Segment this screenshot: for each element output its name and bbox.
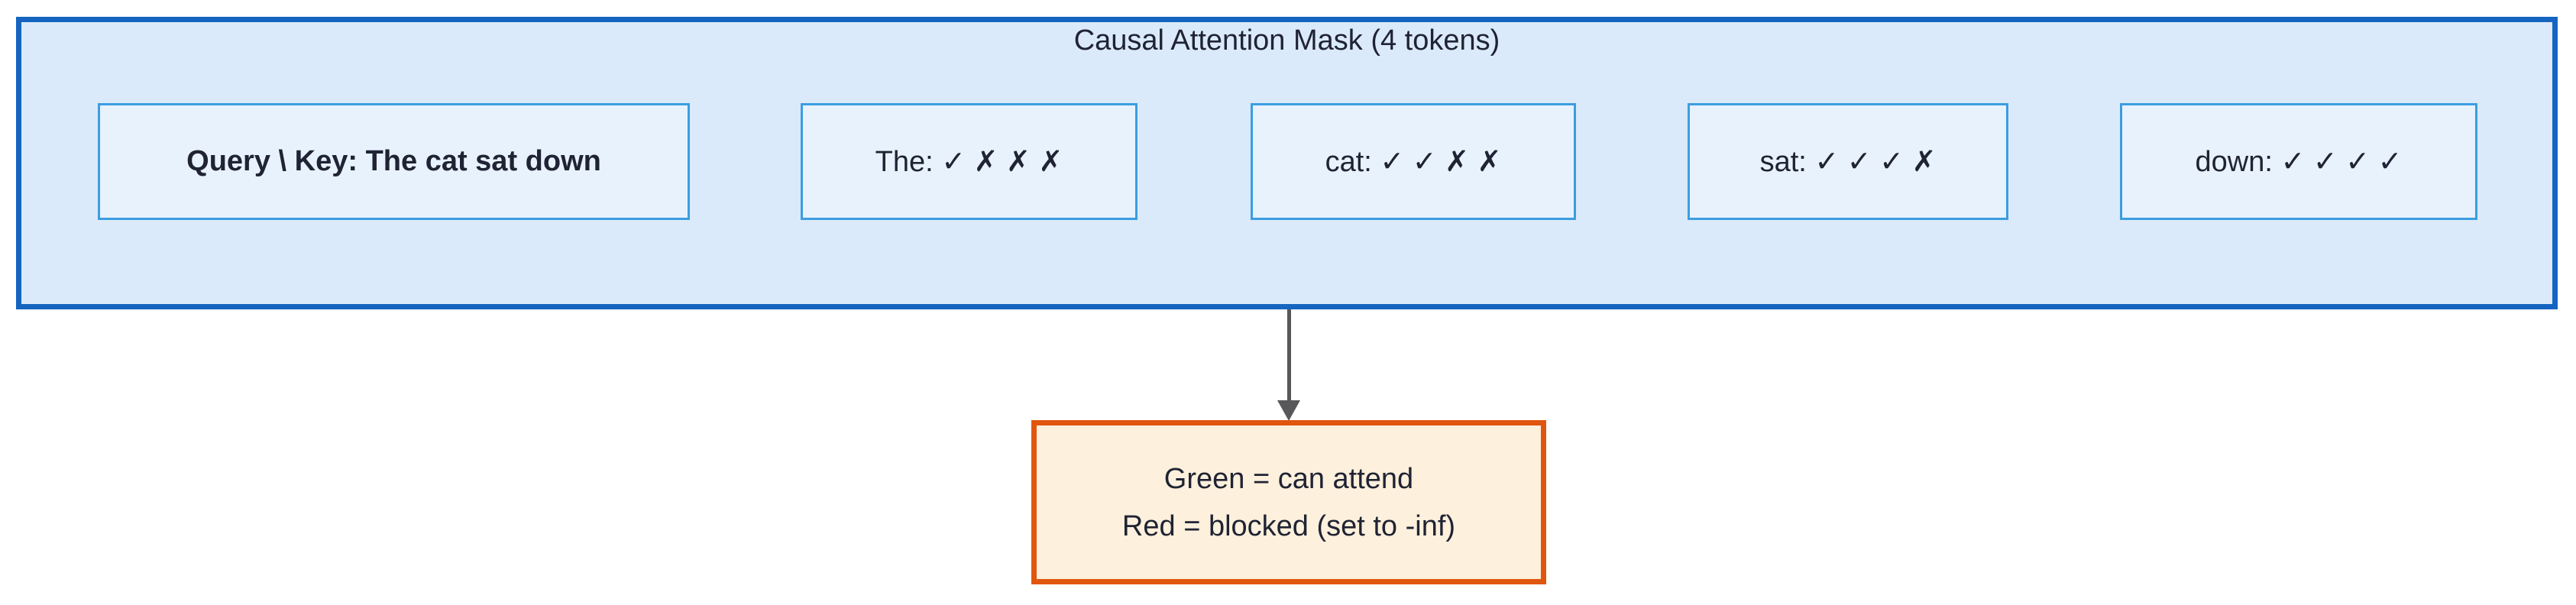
token-box-the: The: ✓ ✗ ✗ ✗	[801, 103, 1138, 220]
causal-mask-container: Causal Attention Mask (4 tokens) Query \…	[16, 17, 2558, 309]
query-key-header-label: Query \ Key: The cat sat down	[186, 145, 601, 177]
token-box-sat: sat: ✓ ✓ ✓ ✗	[1688, 103, 2008, 220]
causal-mask-title: Causal Attention Mask (4 tokens)	[1073, 24, 1500, 57]
legend-line-red: Red = blocked (set to -inf)	[1121, 510, 1456, 542]
query-key-header-box: Query \ Key: The cat sat down	[98, 103, 690, 220]
flow-arrow-shaft	[1287, 309, 1291, 403]
flow-arrow-head-icon	[1277, 400, 1300, 421]
token-box-cat-label: cat: ✓ ✓ ✗ ✗	[1325, 146, 1502, 178]
legend-line-green: Green = can attend	[1163, 462, 1414, 495]
token-box-the-label: The: ✓ ✗ ✗ ✗	[875, 146, 1063, 178]
legend-box: Green = can attend Red = blocked (set to…	[1031, 420, 1546, 584]
token-box-down-label: down: ✓ ✓ ✓ ✓	[2195, 146, 2403, 178]
token-box-sat-label: sat: ✓ ✓ ✓ ✗	[1759, 146, 1937, 178]
token-box-down: down: ✓ ✓ ✓ ✓	[2120, 103, 2477, 220]
token-box-cat: cat: ✓ ✓ ✗ ✗	[1251, 103, 1576, 220]
